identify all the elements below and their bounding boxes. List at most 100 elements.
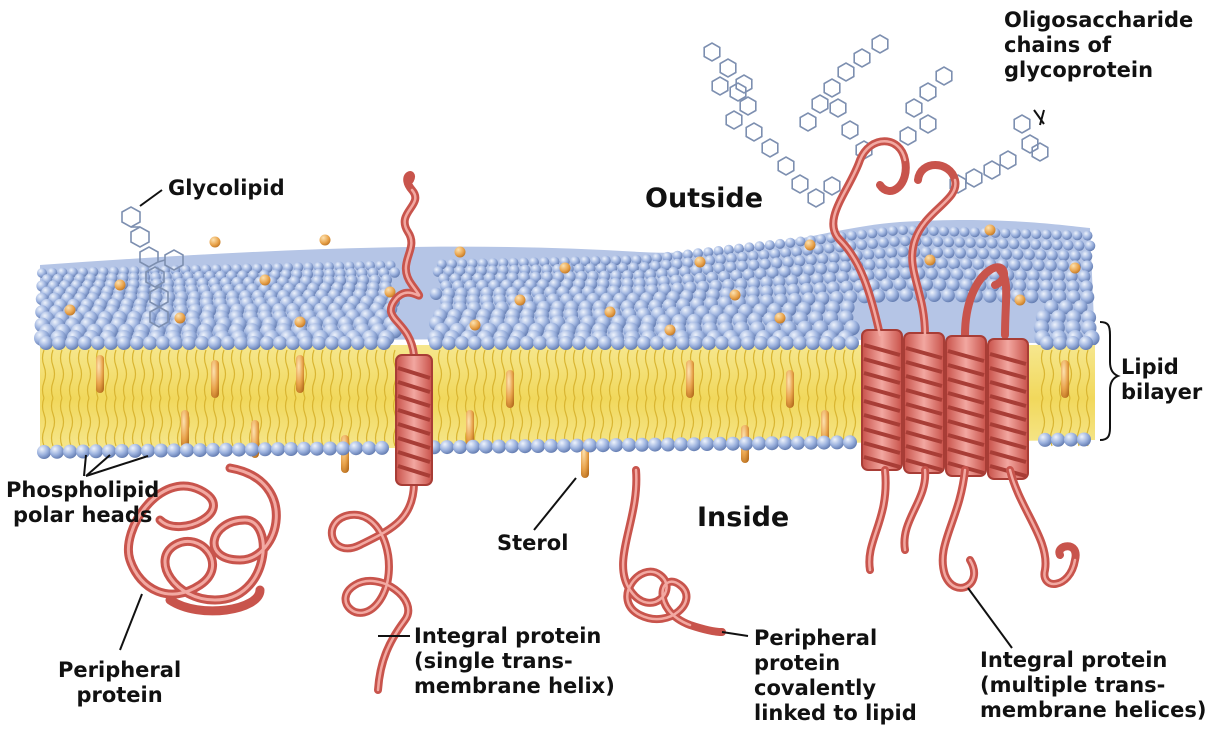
label-glycolipid: Glycolipid: [168, 176, 285, 201]
polar-head: [1020, 239, 1031, 250]
label-lipid-bilayer-line-1: Lipid: [1121, 355, 1202, 380]
polar-head: [1081, 251, 1092, 262]
sugar-ring: [746, 123, 762, 141]
label-inside: Inside: [697, 502, 789, 534]
label-outside-line: Outside: [645, 183, 763, 215]
polar-head: [362, 441, 376, 455]
polar-head: [728, 336, 742, 350]
polar-head: [430, 288, 442, 300]
polar-head: [364, 336, 378, 350]
helix: [946, 336, 986, 476]
polar-head: [520, 336, 534, 350]
polar-head: [115, 444, 129, 458]
polar-head: [978, 248, 989, 259]
polar-head: [816, 234, 826, 244]
sugar-ring: [812, 95, 828, 113]
sterol-head: [775, 313, 786, 324]
polar-head: [765, 240, 775, 250]
sterol: [96, 355, 104, 393]
polar-head: [1025, 290, 1039, 304]
polar-head: [987, 238, 998, 249]
sterol-head: [470, 320, 481, 331]
polar-head: [1021, 259, 1033, 271]
polar-head: [637, 336, 651, 350]
polar-head: [817, 253, 828, 264]
polar-head: [193, 443, 207, 457]
sugar-ring: [900, 127, 916, 145]
polar-head: [611, 336, 625, 350]
polar-head: [663, 336, 677, 350]
polar-head: [1047, 250, 1058, 261]
sterol: [296, 355, 304, 393]
polar-head: [770, 249, 781, 260]
polar-head: [63, 445, 77, 459]
polar-head: [117, 336, 131, 350]
polar-head: [781, 247, 792, 258]
sugar-ring: [906, 99, 922, 117]
polar-head: [927, 288, 941, 302]
polar-head: [297, 442, 311, 456]
polar-head: [1083, 231, 1093, 241]
sterol-head: [115, 280, 126, 291]
polar-head: [713, 437, 727, 451]
label-inside-line: Inside: [697, 502, 789, 534]
polar-head: [518, 439, 532, 453]
polar-head: [943, 247, 954, 258]
polar-head: [622, 438, 636, 452]
lipid-linked-peripheral-protein: [623, 470, 722, 632]
label-phospholipid-line-2: polar heads: [6, 503, 159, 528]
sugar-ring: [792, 175, 808, 193]
polar-head: [37, 445, 51, 459]
polar-head: [1021, 229, 1031, 239]
sterol-head: [320, 235, 331, 246]
polar-head: [1035, 249, 1046, 260]
polar-head: [976, 238, 987, 249]
sterol-head: [985, 225, 996, 236]
polar-head: [829, 252, 840, 263]
sugar-ring: [984, 161, 1000, 179]
polar-head: [922, 236, 933, 247]
polar-head: [966, 248, 977, 259]
label-lipid-bilayer: Lipid bilayer: [1121, 355, 1202, 405]
polar-head: [752, 436, 766, 450]
polar-head: [900, 236, 911, 247]
polar-head: [1053, 336, 1067, 350]
polar-head: [557, 439, 571, 453]
label-peripheral-protein: Peripheral protein: [58, 658, 181, 708]
polar-head: [349, 441, 363, 455]
polar-head: [570, 439, 584, 453]
polar-head: [972, 258, 984, 270]
sterol-head: [210, 237, 221, 248]
polar-head: [674, 437, 688, 451]
polar-head: [702, 336, 716, 350]
polar-head: [888, 257, 900, 269]
polar-head: [206, 443, 220, 457]
sterol: [181, 410, 189, 448]
polar-head: [765, 436, 779, 450]
label-sterol: Sterol: [497, 531, 568, 556]
polar-head: [505, 439, 519, 453]
polar-head: [1012, 249, 1023, 260]
sterol: [506, 370, 514, 408]
sugar-ring: [824, 177, 840, 195]
polar-head: [271, 442, 285, 456]
polar-head: [775, 239, 785, 249]
polar-head: [832, 336, 846, 350]
sterol-head: [1015, 295, 1026, 306]
label-peripheral-line-1: Peripheral: [58, 658, 181, 683]
sugar-ring: [842, 121, 858, 139]
polar-head: [1066, 336, 1080, 350]
polar-head: [494, 336, 508, 350]
polar-head: [793, 336, 807, 350]
label-integral-multiple: Integral protein (multiple trans- membra…: [980, 648, 1206, 723]
polar-head: [754, 336, 768, 350]
polar-head: [50, 445, 64, 459]
polar-head: [898, 225, 908, 235]
polar-head: [867, 228, 877, 238]
label-lipid-linked-line-3: covalently: [754, 676, 917, 701]
integral-protein-single-inner-loops: [332, 480, 414, 690]
polar-head: [889, 236, 900, 247]
polar-head: [1064, 433, 1078, 447]
polar-head: [929, 226, 939, 236]
polar-head: [676, 336, 690, 350]
